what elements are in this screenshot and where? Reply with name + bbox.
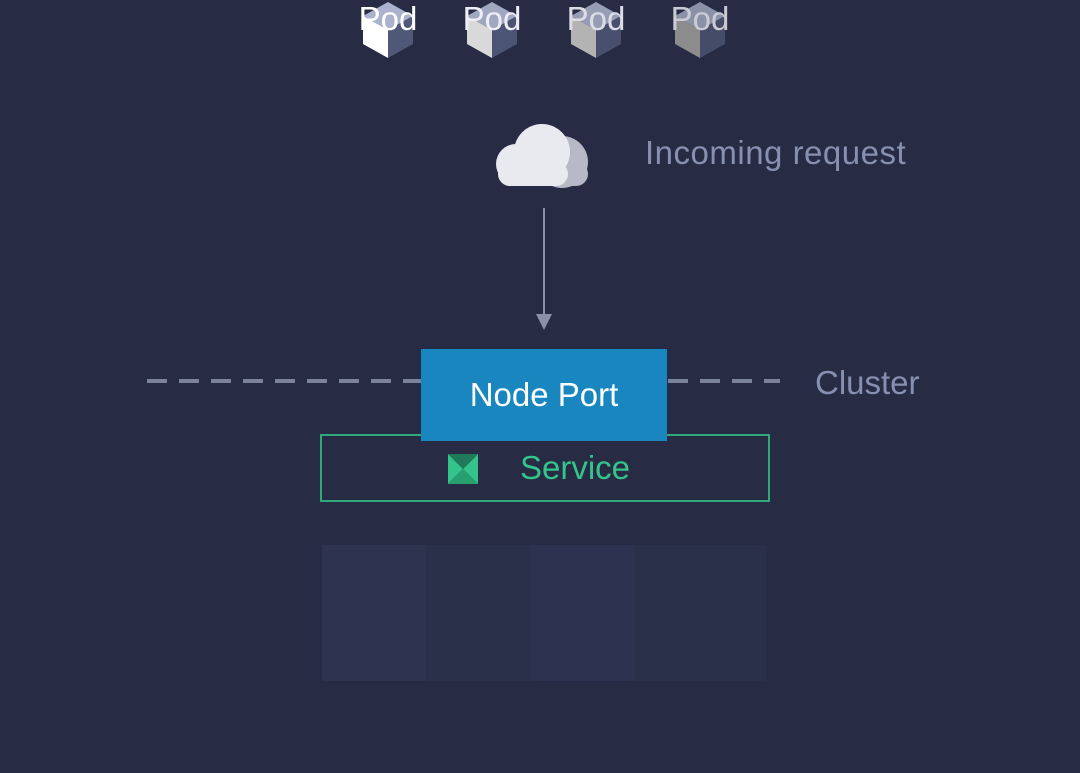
service-icon	[448, 454, 478, 484]
nodeport-label: Node Port	[469, 376, 619, 413]
pod-label: Pod	[670, 0, 730, 37]
service-label: Service	[520, 449, 631, 486]
pod-tile	[634, 545, 766, 681]
cluster-boundary-left	[147, 379, 422, 383]
down-arrow-icon	[536, 208, 552, 330]
pod-tile	[426, 545, 537, 681]
incoming-request-label: Incoming request	[645, 134, 907, 171]
pod-cube-icon	[675, 2, 725, 58]
nodeport-box: Node Port	[421, 349, 667, 441]
pod-label: Pod	[462, 0, 522, 37]
pod-tile	[530, 545, 641, 681]
pod-label: Pod	[358, 0, 418, 37]
pod-cube-icon	[467, 2, 517, 58]
pod-tile	[322, 545, 433, 681]
pod-cube-icon	[363, 2, 413, 58]
cloud-icon	[496, 124, 588, 188]
cluster-boundary-right	[668, 379, 780, 383]
cluster-label: Cluster	[815, 364, 920, 401]
pod-label: Pod	[566, 0, 626, 37]
pod-cube-icon	[571, 2, 621, 58]
